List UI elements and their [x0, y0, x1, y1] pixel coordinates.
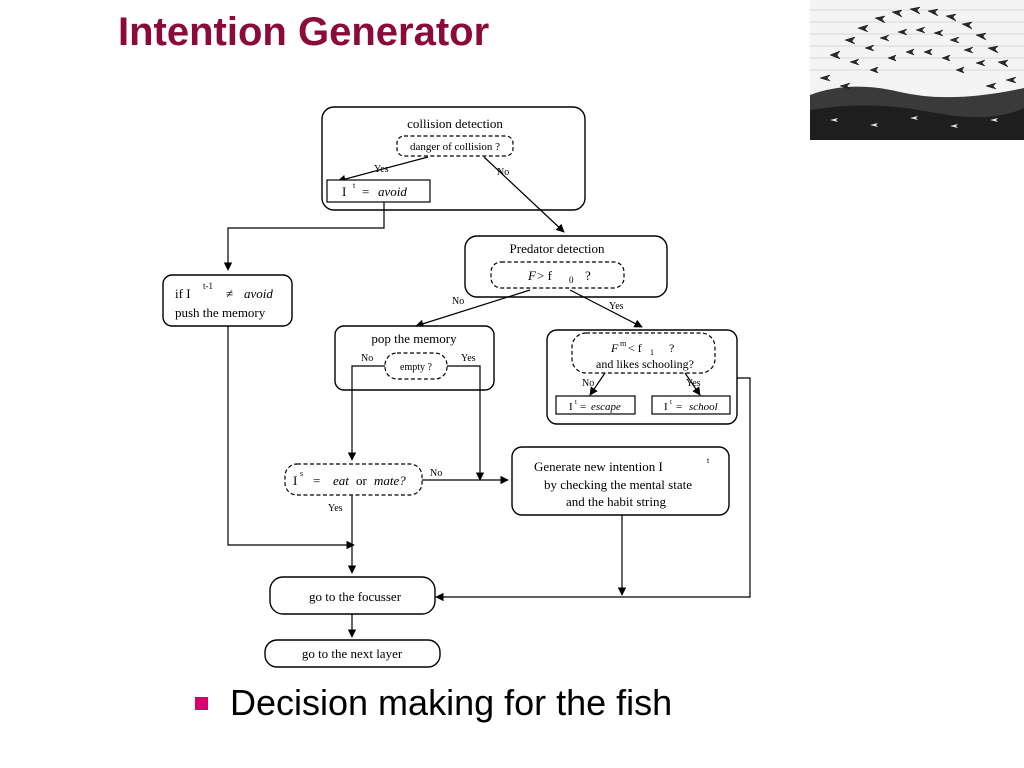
predator-title: Predator detection	[510, 241, 605, 256]
school-result-eq: =	[676, 401, 682, 413]
eat-or-mate-box: I s = eat or mate?	[284, 463, 423, 496]
predator-yes: Yes	[609, 301, 624, 312]
pop-yes: Yes	[461, 353, 476, 364]
eatmate-or: or	[356, 473, 368, 488]
bullet-item: Decision making for the fish	[195, 682, 672, 724]
school-lt: < f	[628, 341, 642, 355]
collision-yes: Yes	[374, 164, 389, 175]
school-no: No	[582, 378, 594, 389]
eatmate-no: No	[430, 468, 442, 479]
school-result-sup: t	[670, 398, 672, 406]
pop-no: No	[361, 353, 373, 364]
push-if-sup: t-1	[203, 281, 213, 291]
pop-title: pop the memory	[371, 331, 457, 346]
predator-q: ?	[585, 268, 591, 283]
predator-detection-box: Predator detection F > f 0 ?	[464, 235, 668, 298]
push-if-avoid: avoid	[244, 286, 273, 301]
collision-detection-box: collision detection danger of collision …	[321, 106, 586, 211]
generate-line3: and the habit string	[566, 494, 667, 509]
schooling-box: F m < f 1 ? and likes schooling? No Yes …	[546, 329, 738, 425]
collision-question: danger of collision ?	[410, 141, 500, 153]
generate-line2: by checking the mental state	[544, 477, 692, 492]
school-sub: 1	[650, 348, 654, 357]
generate-intention-box: Generate new intention I t by checking t…	[511, 446, 730, 516]
bullet-marker	[195, 696, 208, 710]
school-line2: and likes schooling?	[596, 357, 694, 371]
escape-eq: =	[580, 401, 586, 413]
next-layer-label: go to the next layer	[302, 646, 403, 661]
slide-title: Intention Generator	[118, 10, 490, 54]
predator-F: F	[527, 268, 537, 283]
eatmate-I: I	[293, 473, 297, 488]
escape-I: I	[569, 401, 573, 413]
focusser-label: go to the focusser	[309, 589, 402, 604]
collision-title: collision detection	[407, 116, 503, 131]
predator-sub: 0	[569, 275, 574, 285]
predator-gt: > f	[537, 268, 553, 283]
intention-flowchart: collision detection danger of collision …	[162, 106, 751, 668]
avoid-result-eq: =	[362, 184, 369, 199]
school-F: F	[610, 341, 619, 355]
eatmate-mate: mate?	[374, 473, 406, 488]
collision-no: No	[497, 167, 509, 178]
push-if-I: if I	[175, 286, 191, 301]
push-memory-text: push the memory	[175, 305, 266, 320]
eatmate-eq: =	[313, 473, 320, 488]
avoid-result-value: avoid	[378, 184, 407, 199]
push-memory-box: if I t-1 ≠ avoid push the memory	[162, 274, 293, 327]
escape-value: escape	[591, 401, 621, 413]
school-sup: m	[620, 339, 627, 348]
eatmate-yes: Yes	[328, 503, 343, 514]
school-result-I: I	[664, 401, 668, 413]
pop-question: empty ?	[400, 362, 432, 373]
eatmate-eat: eat	[333, 473, 349, 488]
focusser-box: go to the focusser	[269, 576, 436, 615]
school-yes: Yes	[686, 378, 701, 389]
pop-memory-box: pop the memory empty ? No Yes	[334, 325, 495, 391]
next-layer-box: go to the next layer	[264, 639, 441, 668]
bullet-text: Decision making for the fish	[230, 682, 673, 723]
push-if-neq: ≠	[226, 286, 233, 301]
avoid-result-I: I	[342, 184, 346, 199]
fish-school-image	[810, 0, 1024, 140]
generate-line1: Generate new intention I	[534, 459, 663, 474]
predator-no: No	[452, 296, 464, 307]
avoid-result-sup: t	[353, 181, 356, 190]
generate-sup: t	[707, 456, 710, 465]
escape-sup: t	[575, 398, 577, 406]
school-result-value: school	[689, 401, 718, 413]
school-q: ?	[669, 341, 674, 355]
eatmate-sup: s	[300, 469, 303, 478]
